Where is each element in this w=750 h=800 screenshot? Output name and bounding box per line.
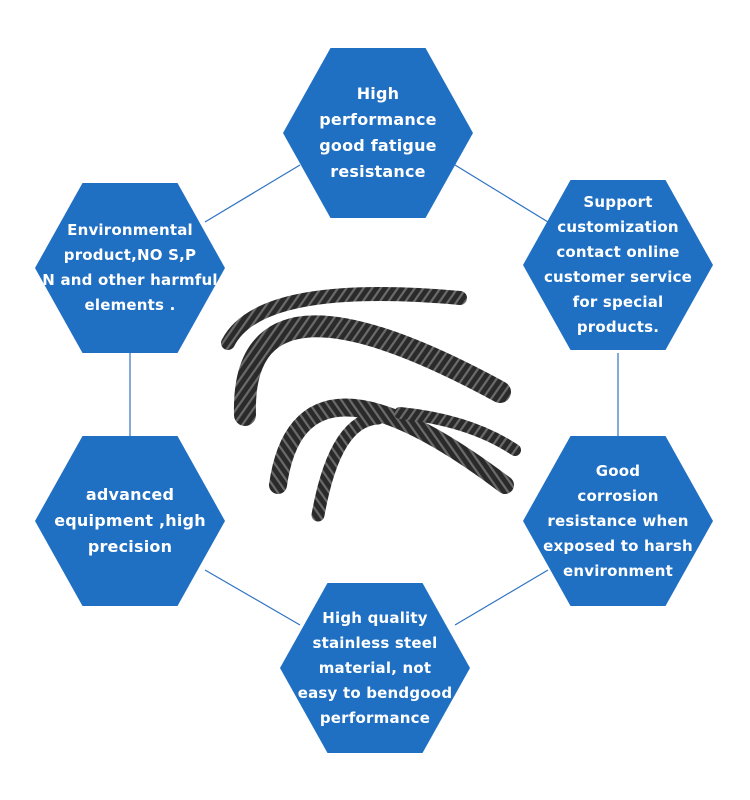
connector-top-upper-left <box>204 164 301 223</box>
spring-2 <box>233 315 511 426</box>
connector-top-upper-right <box>454 164 549 223</box>
hexagon-customization: Support customization contact online cus… <box>523 180 713 350</box>
spring-5 <box>394 407 521 456</box>
connector-lower-left-bottom <box>204 569 301 626</box>
hexagon-customization-text: Support customization contact online cus… <box>543 193 693 336</box>
hexagon-advanced-equipment-text: advanced equipment ,high precision <box>54 485 206 556</box>
spring-3 <box>269 398 514 494</box>
hexagon-corrosion-resistance-text: Good corrosion resistance when exposed t… <box>543 461 693 580</box>
hexagon-environmental-text: Environmental product,NO S,P N and other… <box>42 221 218 314</box>
hexagon-environmental: Environmental product,NO S,P N and other… <box>35 183 225 353</box>
hexagon-stainless-steel-text: High quality stainless steel material, n… <box>297 608 453 727</box>
spring-4 <box>311 411 385 522</box>
spring-1 <box>221 287 467 350</box>
connector-lower-right-bottom <box>454 569 549 626</box>
hexagon-corrosion-resistance: Good corrosion resistance when exposed t… <box>523 436 713 606</box>
hexagon-high-performance-text: High performance good fatigue resistance <box>319 84 437 181</box>
